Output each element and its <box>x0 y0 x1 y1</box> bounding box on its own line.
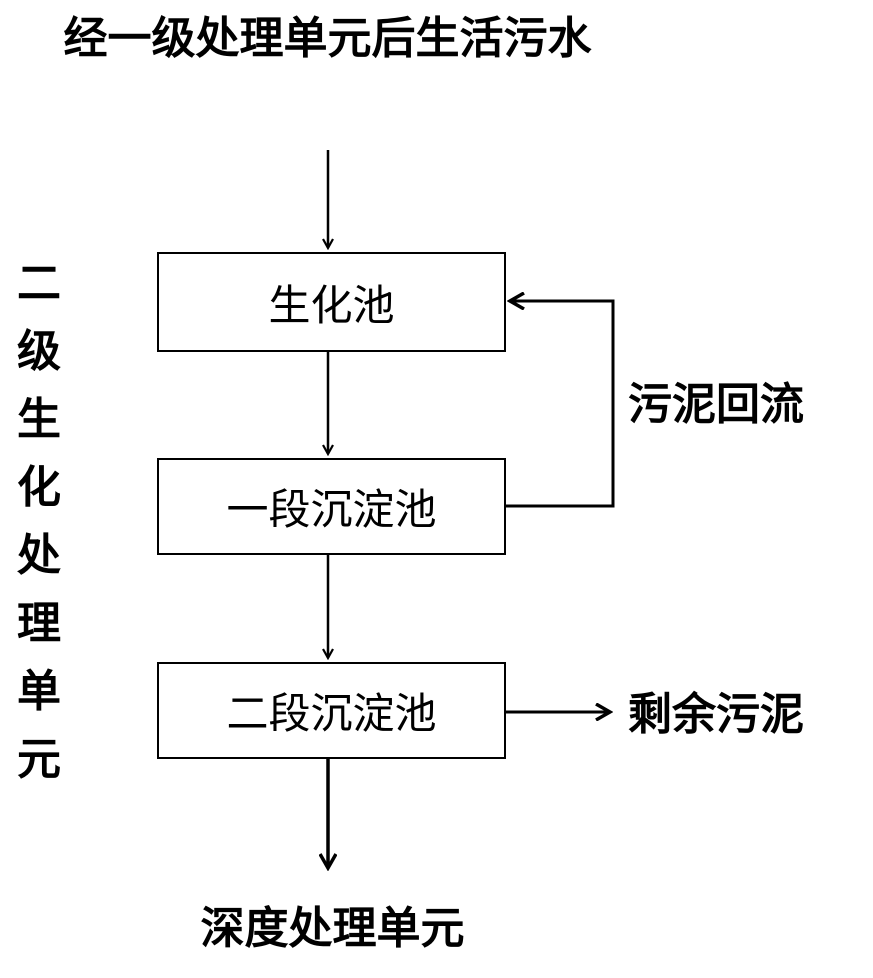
arrow-sludge-return <box>506 301 615 508</box>
sludge-return-label: 污泥回流 <box>628 379 804 430</box>
unit-label: 二级生化处理单元 <box>17 258 61 785</box>
excess-sludge-label: 剩余污泥 <box>628 689 804 740</box>
bio-tank-label: 生化池 <box>268 280 395 330</box>
settle-tank-1-label: 一段沉淀池 <box>226 485 437 534</box>
output-label: 深度处理单元 <box>200 903 465 954</box>
settle-tank-2-box: 二段沉淀池 <box>157 662 506 759</box>
bio-tank-box: 生化池 <box>157 252 506 352</box>
settle-tank-1-box: 一段沉淀池 <box>157 458 506 555</box>
input-label: 经一级处理单元后生活污水 <box>63 13 592 64</box>
settle-tank-2-label: 二段沉淀池 <box>226 689 437 738</box>
